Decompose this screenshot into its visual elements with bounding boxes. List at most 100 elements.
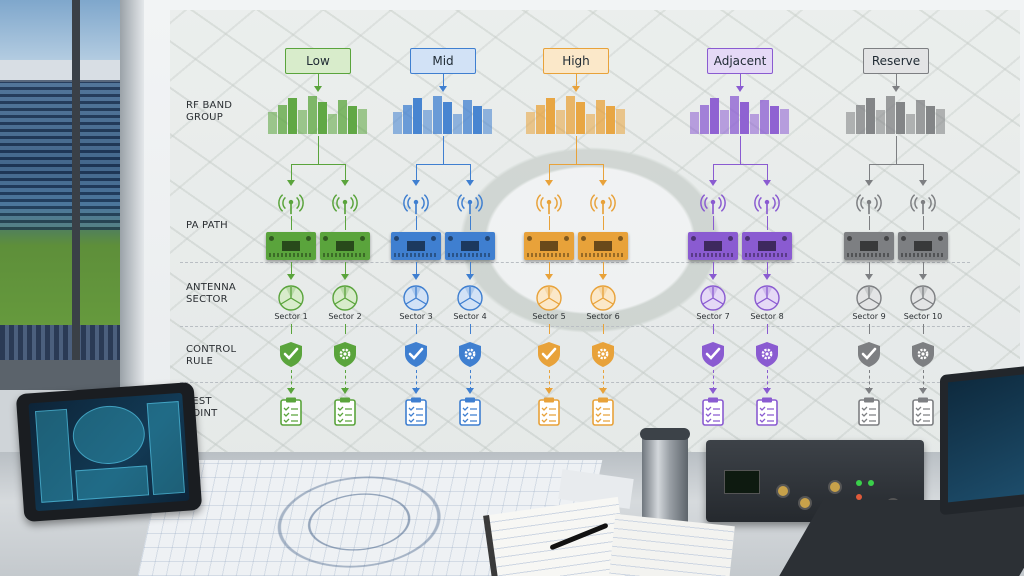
pa-grill	[847, 253, 891, 257]
connector-line	[713, 164, 767, 165]
spectrum-bar	[730, 96, 739, 134]
connector-line	[896, 73, 897, 87]
sector-label: Sector 5	[519, 312, 579, 321]
spectrum-bar	[413, 98, 422, 134]
connector-arrow	[919, 388, 927, 394]
sector-label: Sector 8	[737, 312, 797, 321]
pa-knob	[269, 236, 274, 241]
connector-arrow	[763, 388, 771, 394]
pa-knob	[691, 236, 696, 241]
sector-label: Sector 7	[683, 312, 743, 321]
shield-check-icon	[700, 340, 726, 368]
spectrum-bar	[463, 100, 472, 134]
spectrum-bar	[606, 106, 615, 134]
clipboard-checklist-icon	[911, 396, 935, 426]
band-title: Reserve	[863, 48, 929, 74]
shield-check-icon	[278, 340, 304, 368]
tablet-screen	[28, 393, 189, 511]
pa-display	[914, 241, 932, 251]
sector-label: Sector 1	[261, 312, 321, 321]
shield-gear-icon	[754, 340, 780, 368]
pa-knob	[581, 236, 586, 241]
connector-line	[549, 216, 550, 230]
power-amplifier-icon	[524, 232, 574, 260]
stadium-crowd	[0, 325, 128, 365]
connector-line	[869, 164, 923, 165]
stadium-roof	[0, 60, 128, 82]
connector-line	[416, 216, 417, 230]
connector-line	[923, 370, 924, 390]
connector-line	[896, 136, 897, 164]
connector-line	[318, 136, 319, 164]
connector-line	[345, 370, 346, 390]
antenna-icon	[403, 190, 429, 216]
spectrum-bar	[916, 100, 925, 134]
spectrum-bar	[483, 109, 492, 134]
connector-line	[740, 136, 741, 164]
unit-display	[724, 470, 760, 494]
sector-label: Sector 10	[893, 312, 953, 321]
band-column: MidSector 3Sector 4	[368, 0, 518, 460]
connector-arrow	[545, 274, 553, 280]
rf-port	[776, 484, 790, 498]
spectrum-bars	[393, 92, 493, 134]
tablet-panel	[35, 409, 73, 503]
pa-grill	[269, 253, 313, 257]
spectrum-bar	[318, 102, 327, 134]
spectrum-bar	[876, 110, 885, 134]
pa-display	[758, 241, 776, 251]
spectrum-bar	[616, 109, 625, 134]
connector-line	[767, 370, 768, 390]
connector-arrow	[341, 274, 349, 280]
clipboard-checklist-icon	[458, 396, 482, 426]
connector-line	[549, 164, 603, 165]
spectrum-bar	[710, 98, 719, 134]
connector-line	[318, 73, 319, 87]
travel-mug	[642, 432, 688, 528]
connector-arrow	[599, 388, 607, 394]
connector-line	[345, 216, 346, 230]
sector-label: Sector 3	[386, 312, 446, 321]
connector-arrow	[763, 274, 771, 280]
band-title: High	[543, 48, 609, 74]
spectrum-bar	[526, 112, 535, 134]
pa-grill	[691, 253, 735, 257]
connector-line	[416, 164, 470, 165]
connector-arrow	[412, 388, 420, 394]
antenna-sector-icon	[753, 284, 781, 312]
connector-arrow	[341, 388, 349, 394]
pa-knob	[360, 236, 365, 241]
spectrum-bar	[926, 106, 935, 134]
pa-display	[407, 241, 425, 251]
antenna-icon	[754, 190, 780, 216]
tablet-graph	[75, 465, 149, 500]
spectrum-bar	[403, 105, 412, 134]
power-amplifier-icon	[266, 232, 316, 260]
antenna-icon	[856, 190, 882, 216]
connector-arrow	[919, 274, 927, 280]
spectrum-bar	[308, 96, 317, 134]
spectrum-bar	[596, 100, 605, 134]
sector-label: Sector 9	[839, 312, 899, 321]
connector-line	[345, 324, 346, 334]
band-column: AdjacentSector 7Sector 8	[665, 0, 815, 460]
pa-grill	[323, 253, 367, 257]
connector-line	[291, 324, 292, 334]
spectrum-bar	[556, 110, 565, 134]
pa-knob	[618, 236, 623, 241]
pa-knob	[728, 236, 733, 241]
spectrum-bar	[896, 102, 905, 134]
spectrum-bar	[328, 114, 337, 134]
pa-grill	[745, 253, 789, 257]
pa-knob	[884, 236, 889, 241]
band-title: Adjacent	[707, 48, 773, 74]
pa-knob	[847, 236, 852, 241]
clipboard-checklist-icon	[537, 396, 561, 426]
connector-arrow	[545, 180, 553, 186]
spectrum-bar	[268, 112, 277, 134]
connector-arrow	[865, 274, 873, 280]
spectrum-bar	[358, 109, 367, 134]
spectrum-bar	[453, 114, 462, 134]
rf-port	[798, 496, 812, 510]
